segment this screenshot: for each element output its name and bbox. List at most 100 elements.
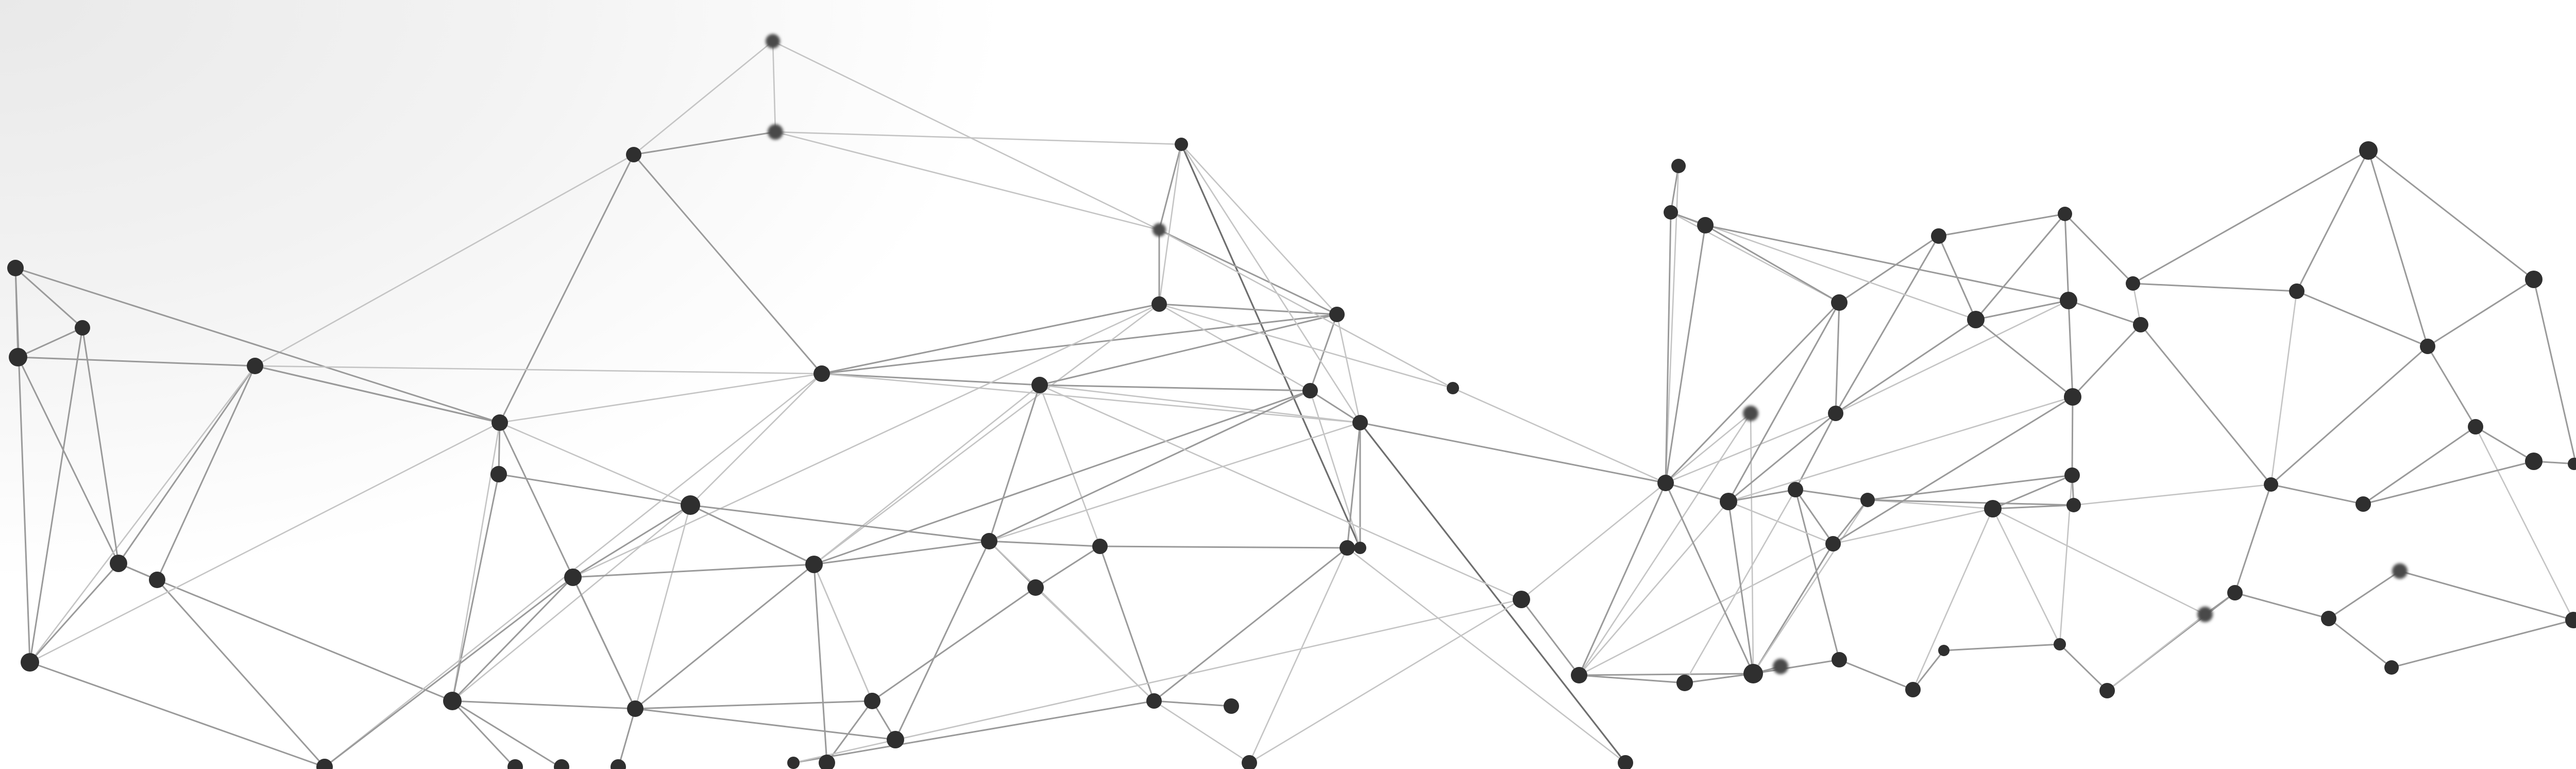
network-edge: [14, 268, 31, 663]
network-node: [805, 556, 823, 573]
network-node: [75, 320, 90, 336]
network-node: [1676, 675, 1693, 691]
network-edge: [1665, 482, 1729, 503]
network-node: [1352, 415, 1368, 430]
network-edge: [29, 422, 500, 663]
network-edge: [1867, 474, 2073, 501]
network-node: [1513, 591, 1530, 608]
network-node: [21, 653, 39, 672]
network-edge: [499, 154, 635, 423]
network-edge: [451, 700, 516, 769]
network-edge: [1180, 144, 1361, 548]
network-edge: [2132, 282, 2297, 292]
network-edge: [2427, 278, 2534, 347]
network-node: [2126, 276, 2140, 291]
network-edge: [2067, 300, 2074, 397]
network-edge: [17, 357, 120, 564]
network-node: [490, 466, 507, 482]
network-node: [7, 260, 24, 276]
network-edge: [1912, 650, 1945, 690]
network-edge: [1665, 165, 1680, 483]
network-edge: [255, 365, 822, 375]
network-node: [1224, 698, 1239, 714]
network-edge: [572, 504, 691, 578]
network-edge: [1839, 659, 1913, 691]
network-edge: [1159, 303, 1337, 315]
network-node: [981, 533, 997, 549]
network-edge: [821, 313, 1337, 375]
network-node: [626, 147, 641, 162]
network-node: [819, 755, 835, 769]
network-node: [1743, 664, 1763, 683]
network-edge: [1750, 413, 1754, 674]
network-edge: [1665, 412, 1751, 484]
network-node: [2525, 453, 2543, 470]
network-node: [2525, 271, 2543, 288]
network-edge: [1158, 144, 1182, 230]
network-node: [611, 759, 626, 769]
network-edge: [572, 303, 1160, 578]
network-edge: [635, 708, 896, 741]
network-edge: [1360, 422, 1666, 484]
network-edge: [255, 154, 634, 367]
network-edge: [1753, 659, 1840, 675]
network-edge: [2368, 149, 2534, 280]
network-edge: [988, 384, 1041, 542]
network-node: [1175, 138, 1188, 151]
network-node: [149, 572, 165, 588]
network-edge: [690, 504, 990, 542]
network-node: [1720, 493, 1737, 510]
network-node: [443, 692, 462, 710]
network-node: [492, 414, 508, 431]
network-edge: [2363, 460, 2534, 505]
network-edge: [2234, 592, 2329, 620]
network-edge: [1159, 229, 1337, 315]
network-edge: [2107, 613, 2206, 692]
network-edge: [157, 579, 453, 702]
network-node: [1773, 659, 1788, 674]
network-edge: [1039, 384, 1311, 392]
network-edge: [499, 373, 822, 424]
network-edge: [2363, 426, 2476, 505]
network-edge: [635, 563, 815, 710]
network-edge: [452, 504, 691, 702]
network-edge: [2328, 570, 2400, 620]
network-edge: [1579, 543, 1834, 676]
network-edge: [1912, 508, 1994, 690]
network-edge: [2132, 149, 2369, 285]
network-node: [564, 569, 582, 586]
network-edge: [821, 373, 1361, 424]
network-edge: [635, 700, 873, 710]
network-edge: [633, 40, 773, 156]
network-edge: [2270, 345, 2428, 486]
network-edge: [2296, 290, 2428, 347]
network-node: [2264, 477, 2278, 492]
network-edge: [2064, 213, 2070, 301]
network-node: [2066, 498, 2081, 512]
network-edge: [1309, 390, 1361, 548]
network-edge: [1035, 587, 1155, 701]
network-node: [1860, 493, 1875, 507]
network-edge: [989, 422, 1361, 542]
network-edge: [821, 303, 1160, 375]
network-edge: [81, 327, 120, 564]
network-node: [627, 700, 643, 717]
network-node: [1671, 159, 1686, 173]
network-node: [1618, 755, 1633, 769]
network-node: [1329, 307, 1345, 322]
network-node: [1905, 682, 1921, 697]
network-edge: [2533, 279, 2576, 464]
network-edge: [1728, 500, 1834, 545]
network-edge: [2270, 483, 2364, 505]
network-edge: [156, 579, 326, 768]
network-node: [1027, 579, 1044, 596]
network-edge: [775, 131, 1160, 231]
network-node: [247, 358, 263, 374]
network-edge: [2234, 484, 2272, 593]
network-edge: [772, 40, 1160, 231]
network-edge: [690, 373, 822, 506]
network-node: [864, 693, 880, 709]
network-edge: [989, 540, 1100, 547]
network-edge: [1752, 499, 1869, 674]
network-edge: [29, 327, 83, 663]
